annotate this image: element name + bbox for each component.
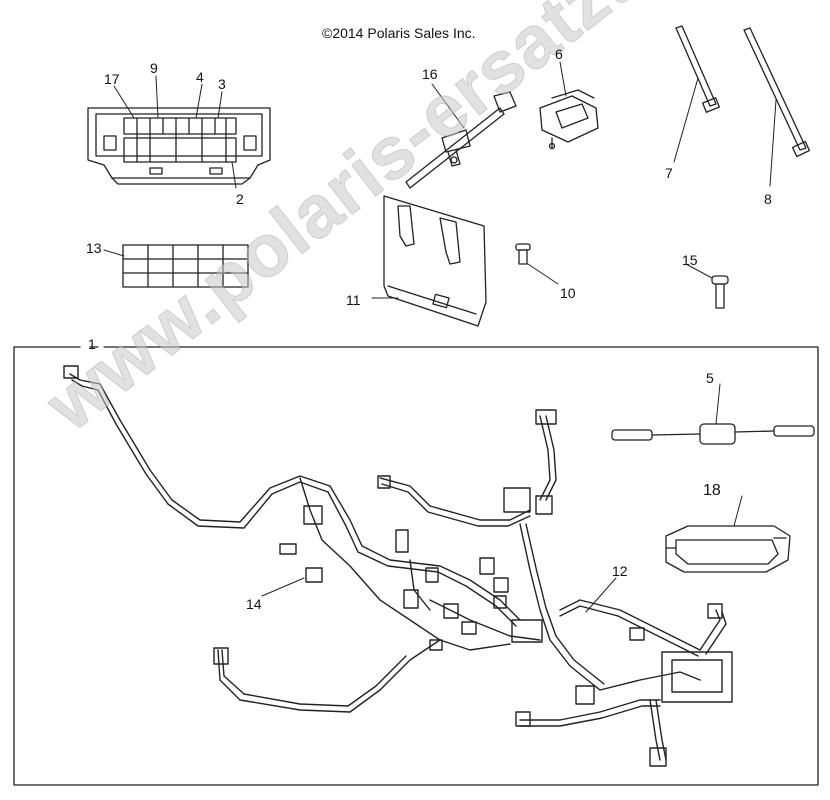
bolt-10	[515, 243, 531, 265]
copyright-text: ©2014 Polaris Sales Inc.	[322, 25, 476, 41]
callout-5: 5	[706, 370, 714, 386]
cable-tie-long	[675, 25, 811, 158]
callout-10: 10	[560, 285, 576, 301]
wiring-harness	[63, 365, 733, 767]
callout-6: 6	[555, 46, 563, 62]
cable-tie-clip	[405, 91, 517, 189]
callout-9: 9	[150, 60, 158, 76]
resistor-lead	[611, 423, 815, 445]
cover-part	[665, 525, 791, 573]
fuse-box	[87, 107, 271, 185]
callout-17: 17	[104, 71, 120, 87]
callout-18: 18	[703, 482, 721, 499]
bolt-15	[711, 275, 729, 309]
callout-7: 7	[665, 165, 673, 181]
callout-2: 2	[236, 191, 244, 207]
leader-lines	[103, 61, 777, 613]
bracket	[383, 195, 487, 327]
callout-12: 12	[612, 563, 628, 579]
callout-1: 1	[88, 336, 96, 352]
callout-15: 15	[682, 252, 698, 268]
callout-8: 8	[764, 191, 772, 207]
harness-frame	[13, 346, 819, 786]
callout-3: 3	[218, 76, 226, 92]
callout-4: 4	[196, 69, 204, 85]
callout-14: 14	[246, 596, 262, 612]
connector-part	[539, 89, 599, 150]
callout-16: 16	[422, 66, 438, 82]
callout-13: 13	[86, 240, 102, 256]
fuse-label-decal	[122, 244, 249, 288]
callout-11: 11	[346, 292, 361, 308]
